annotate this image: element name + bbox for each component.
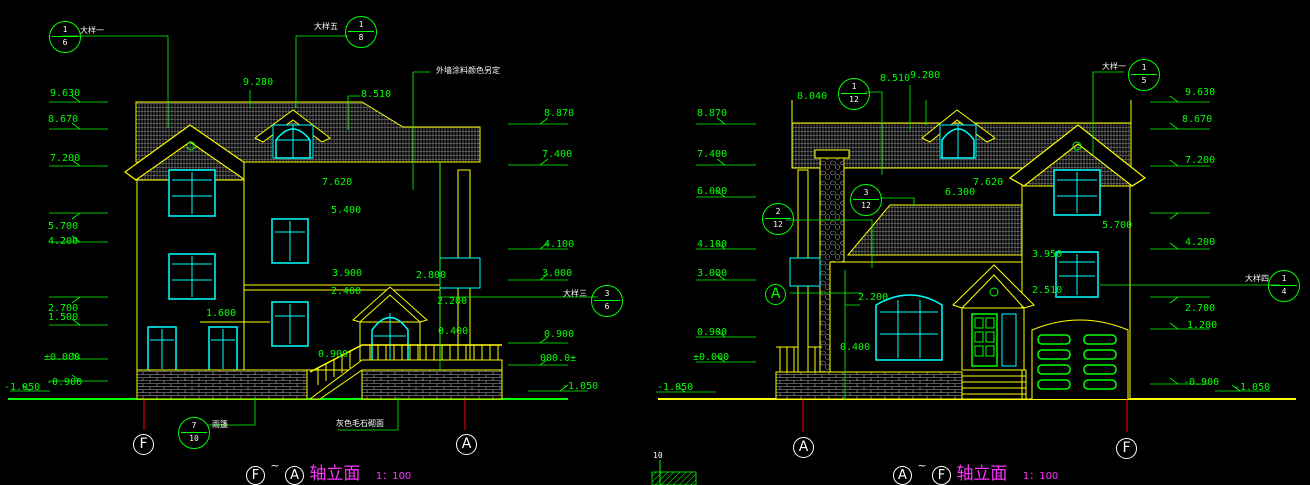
- elevation-label: 8.040: [797, 91, 828, 102]
- elevation-label: 8.510: [880, 73, 911, 84]
- elevation-label: 9.630: [1185, 87, 1216, 98]
- drawing-title: A ~ F 轴立面 1：100: [893, 459, 1058, 485]
- note-text: 大样三: [563, 289, 587, 298]
- elevation-label: 7.200: [50, 153, 81, 164]
- axis-bubble: A: [456, 434, 477, 455]
- elevation-label: 8.670: [1182, 114, 1213, 125]
- elevation-label: -1.050: [1234, 382, 1271, 393]
- elevation-label: 7.400: [697, 149, 728, 160]
- elevation-label: 0.400: [438, 326, 469, 337]
- right-elevation-drawing: [651, 71, 1296, 485]
- elevation-label: 9.280: [910, 70, 941, 81]
- elevation-label: 5.400: [331, 205, 362, 216]
- elevation-label: 2.700: [1185, 303, 1216, 314]
- title-tilde: ~: [270, 459, 280, 472]
- elevation-label: 1.500: [48, 312, 79, 323]
- title-axis-bubble: A: [893, 466, 912, 485]
- elevation-label: 3.000: [542, 268, 573, 279]
- title-scale: 1：100: [375, 471, 412, 482]
- note-text: 雨篷: [212, 420, 228, 429]
- elevation-label: 5.700: [48, 221, 79, 232]
- axis-bubble: A: [765, 284, 786, 305]
- elevation-label: ±0.000: [693, 352, 730, 363]
- elevation-label: -0.900: [46, 377, 83, 388]
- note-text: 灰色毛石砌面: [336, 419, 384, 428]
- title-axis-bubble: F: [932, 466, 952, 485]
- title-tilde: ~: [917, 459, 927, 472]
- title-axis-bubble: A: [285, 466, 305, 485]
- elevation-label: 2.700: [48, 303, 79, 314]
- left-elevation-drawing: [8, 35, 598, 431]
- elevation-label: 0.400: [840, 342, 871, 353]
- elevation-label: 0.900: [544, 329, 575, 340]
- elevation-label: 8.510: [361, 89, 392, 100]
- elevation-label: 3.000: [697, 268, 728, 279]
- elevation-label: 0.900: [318, 349, 349, 360]
- note-text: 大样四: [1245, 274, 1269, 283]
- elevation-label: -1.050: [657, 382, 694, 393]
- elevation-label: -1.050: [4, 382, 41, 393]
- elevation-label: 6.300: [945, 187, 976, 198]
- elevation-label: 4.200: [1185, 237, 1216, 248]
- elevation-label: 7.400: [542, 149, 573, 160]
- elevation-label: 000.0±: [540, 353, 577, 364]
- elevation-label: 3.900: [332, 268, 363, 279]
- elevation-label: 9.630: [50, 88, 81, 99]
- elevation-label: 2.400: [331, 286, 362, 297]
- fragment-label: 10: [653, 451, 663, 460]
- elevation-label: 7.200: [1185, 155, 1216, 166]
- elevation-label: 4.100: [544, 239, 575, 250]
- elevation-label: 3.950: [1032, 249, 1063, 260]
- elevation-label: 2.200: [437, 296, 468, 307]
- elevation-label: 7.620: [973, 177, 1004, 188]
- elevation-label: -0.900: [1183, 377, 1220, 388]
- elevation-label: 2.800: [416, 270, 447, 281]
- axis-bubble: A: [793, 437, 814, 458]
- axis-bubble: F: [133, 434, 154, 455]
- elevation-label: 7.620: [322, 177, 353, 188]
- title-scale: 1：100: [1022, 471, 1059, 482]
- elevation-label: 1.600: [206, 308, 237, 319]
- elevation-label: 4.100: [697, 239, 728, 250]
- note-text: 大样一: [80, 26, 104, 35]
- elevation-label: 9.280: [243, 77, 274, 88]
- axis-bubble: F: [1116, 438, 1137, 459]
- elevation-label: 5.700: [1102, 220, 1133, 231]
- elevation-label: 8.870: [697, 108, 728, 119]
- title-axis-bubble: F: [246, 466, 265, 485]
- elevation-label: 0.900: [697, 327, 728, 338]
- elevation-label: 1.200: [1187, 320, 1218, 331]
- elevation-label: -1.050: [562, 381, 599, 392]
- note-text: 外墙涂料颜色另定: [436, 66, 500, 75]
- title-text: 轴立面: [309, 464, 361, 484]
- drawing-title: F ~ A 轴立面 1：100: [246, 459, 411, 485]
- title-text: 轴立面: [956, 464, 1008, 484]
- note-text: 大样一: [1102, 62, 1126, 71]
- note-text: 大样五: [314, 22, 338, 31]
- elevation-label: 2.510: [1032, 285, 1063, 296]
- elevation-label: 4.200: [48, 236, 79, 247]
- elevation-label: 2.200: [858, 292, 889, 303]
- elevation-label: 6.000: [697, 186, 728, 197]
- elevation-label: 8.670: [48, 114, 79, 125]
- elevation-label: ±0.000: [44, 352, 81, 363]
- elevation-label: 8.870: [544, 108, 575, 119]
